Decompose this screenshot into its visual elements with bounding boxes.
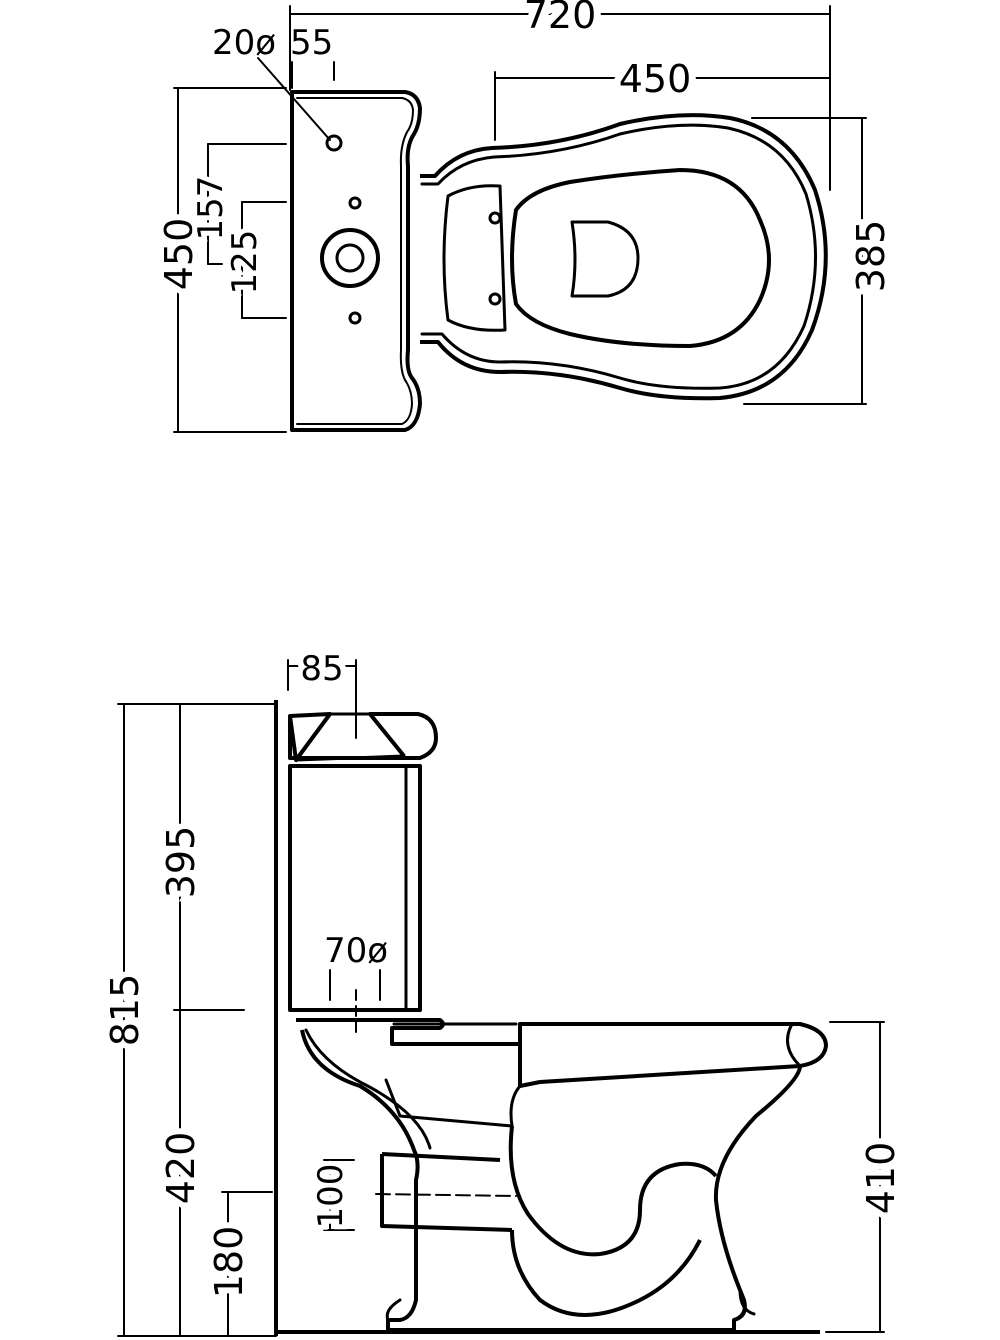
outlet-spigot xyxy=(380,1152,513,1232)
dim-outlet-diameter: 100 xyxy=(311,1164,351,1229)
seat-hinge-hole-bottom xyxy=(488,292,502,306)
dim-outlet-height: 180 xyxy=(207,1226,251,1299)
bowl-body xyxy=(300,1029,802,1332)
bowl-top-outline xyxy=(420,113,828,401)
dim-bowl-width: 385 xyxy=(849,220,893,293)
flush-valve-outer xyxy=(320,228,380,288)
top-view: 720 450 20ø 55 450 157 125 385 xyxy=(151,0,899,433)
dim-cap-offset: 85 xyxy=(300,649,343,689)
seat-hinge-hole-top xyxy=(488,211,502,225)
bowl-top-inner xyxy=(420,123,817,390)
dim-tank-width: 450 xyxy=(157,218,201,291)
bowl-outlet-shape xyxy=(570,220,640,298)
dim-overall-length: 720 xyxy=(524,0,597,37)
fixing-hole-top xyxy=(348,196,362,210)
cistern-body xyxy=(288,764,422,1012)
dim-inlet-diameter: 20ø xyxy=(212,23,276,63)
flush-valve-inner xyxy=(335,243,365,273)
dim-flush-pipe-diameter: 70ø xyxy=(324,931,388,971)
dim-bowl-height: 410 xyxy=(859,1142,903,1215)
dim-inlet-offset: 55 xyxy=(290,23,333,63)
seat-opening xyxy=(510,168,771,348)
inlet-hole xyxy=(325,134,343,152)
cistern-lid xyxy=(288,712,438,762)
cistern-top-inner xyxy=(296,97,415,425)
dim-total-height: 815 xyxy=(103,974,147,1047)
seat-hinge-area xyxy=(442,184,507,332)
dim-tank-height: 395 xyxy=(159,826,203,899)
dim-seat-height: 420 xyxy=(159,1132,203,1205)
dim-bolt-spacing-outer: 157 xyxy=(191,176,231,241)
seat-lid xyxy=(296,1018,828,1088)
bowl-trap xyxy=(508,1125,718,1257)
dim-bolt-spacing-inner: 125 xyxy=(225,230,265,295)
fixing-hole-bottom xyxy=(348,311,362,325)
dim-bowl-length: 450 xyxy=(619,57,692,101)
cistern-top-outline xyxy=(290,90,422,432)
side-view: 85 815 395 420 180 70ø 100 410 xyxy=(97,643,909,1337)
